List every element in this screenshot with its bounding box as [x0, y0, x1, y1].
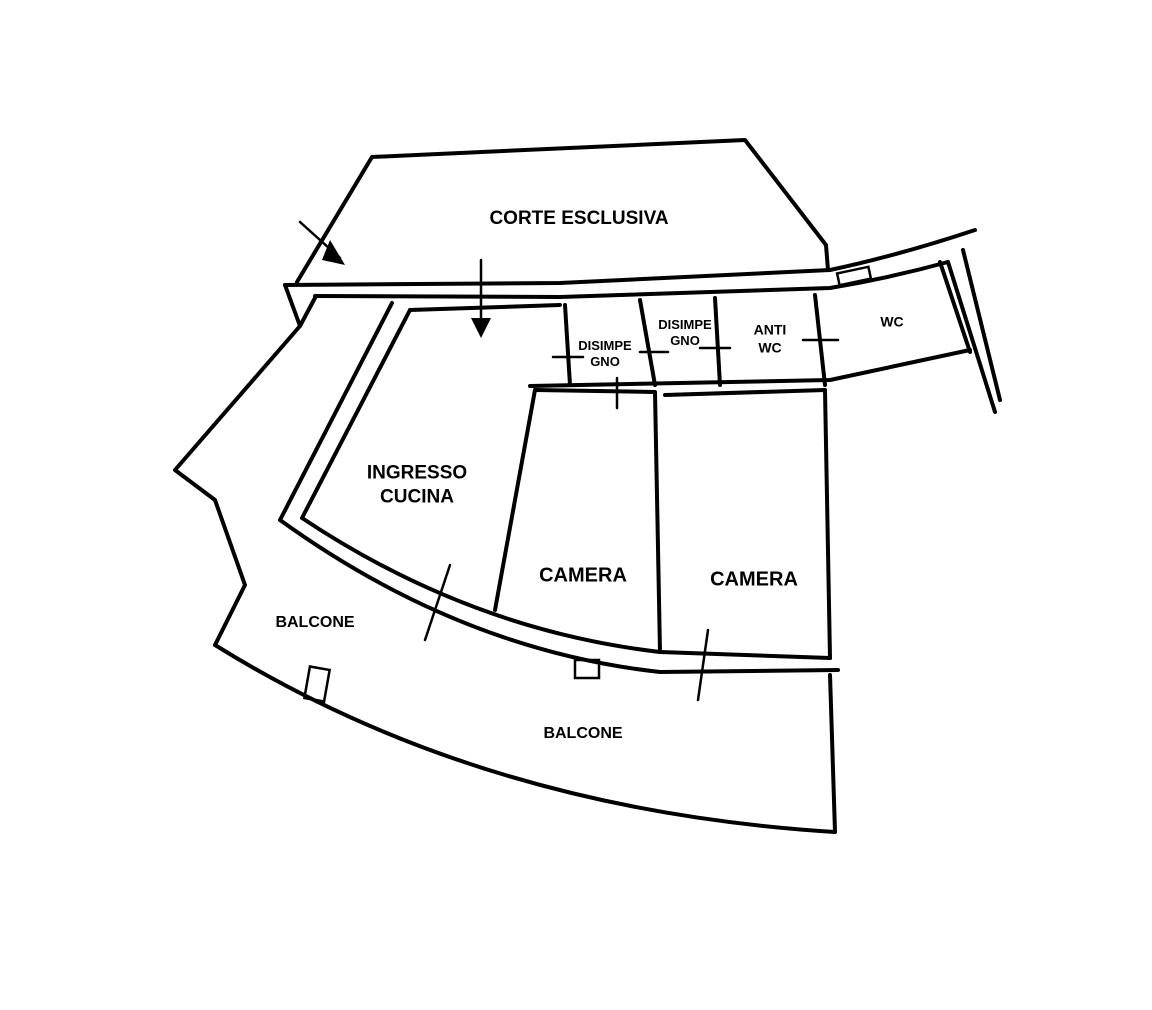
outer-walls [173, 228, 1002, 834]
door-marks [302, 265, 873, 703]
room-label-line: INGRESSO [366, 462, 468, 484]
room-label-disimpegno-2: DISIMPE GNO [658, 317, 711, 350]
room-label-balcone-bottom: BALCONE [543, 725, 623, 742]
room-label-camera-1: CAMERA [539, 564, 627, 587]
room-label-disimpegno-1: DISIMPE GNO [578, 338, 631, 371]
corte-outline [295, 138, 830, 284]
entrance-arrow-icon [298, 220, 345, 265]
room-label-line: DISIMPE [658, 316, 712, 332]
room-label-line: WC [758, 339, 782, 355]
entrance-arrow-icon [471, 258, 491, 338]
room-label-line: DISIMPE [578, 337, 632, 353]
interior-walls [278, 260, 972, 674]
room-label-anti-wc: ANTI WC [754, 322, 787, 357]
room-label-corte: CORTE ESCLUSIVA [489, 208, 669, 230]
room-label-line: ANTI [753, 321, 787, 338]
room-label-camera-2: CAMERA [710, 568, 798, 591]
room-label-line: CUCINA [380, 486, 454, 507]
room-label-line: GNO [590, 354, 620, 369]
room-label-line: GNO [670, 333, 700, 348]
room-label-balcone-left: BALCONE [275, 614, 355, 631]
room-label-wc: WC [880, 313, 904, 330]
room-label-ingresso-cucina: INGRESSO CUCINA [367, 461, 467, 509]
